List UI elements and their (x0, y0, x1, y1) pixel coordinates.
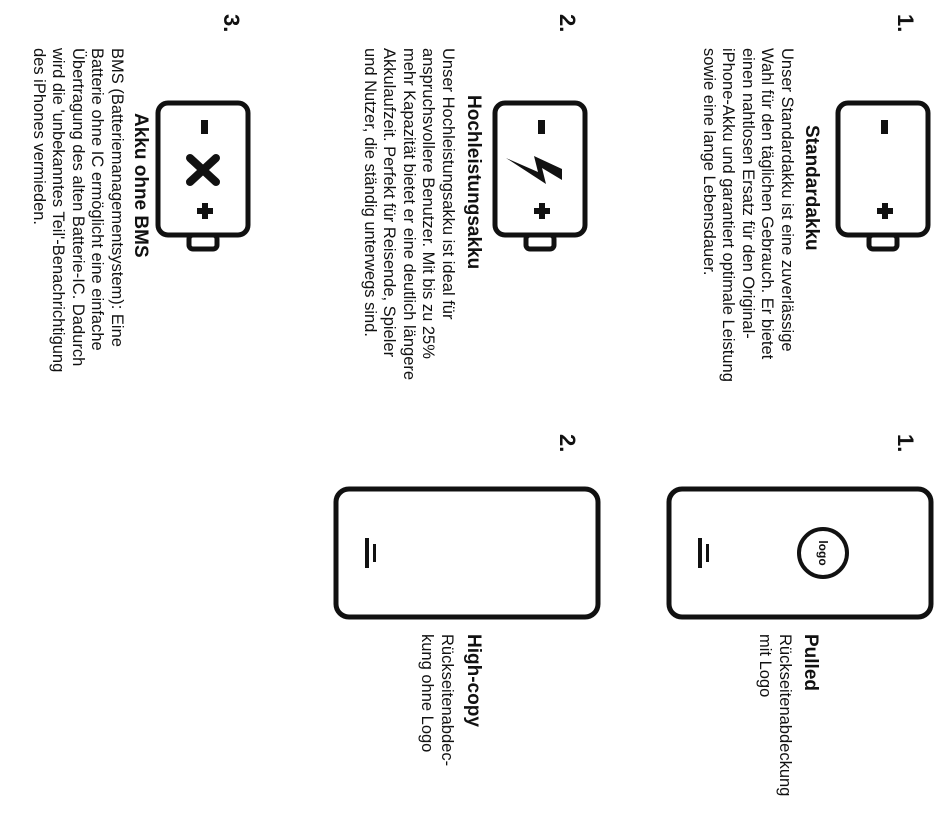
battery-3-description: BMS (Batteriemanagementsystem): Eine Bat… (30, 48, 126, 373)
battery-1-description: Unser Standardakku ist eine zuverlässige… (700, 48, 796, 382)
svg-text:logo: logo (816, 540, 830, 565)
battery-lightning-icon (492, 100, 588, 252)
cover-1-description: Rückseitenabdeckung mit Logo (756, 634, 795, 797)
battery-3-title: Akku ohne BMS (130, 113, 151, 258)
cover-1-number: 1. (893, 434, 918, 453)
battery-x-icon (155, 100, 251, 252)
cover-2-number: 2. (555, 434, 580, 453)
cover-1-title: Pulled (800, 634, 821, 692)
cover-2-title: High-copy (463, 634, 484, 727)
back-cover-logo-icon: logo (666, 486, 934, 620)
battery-2-title: Hochleistungsakku (463, 95, 484, 270)
battery-icon (835, 100, 931, 252)
cover-2-description: Rückseitenabdec-kung ohne Logo (418, 634, 457, 767)
battery-1-title: Standardakku (801, 125, 822, 251)
battery-2-number: 2. (555, 14, 580, 33)
battery-1-number: 1. (893, 14, 918, 33)
back-cover-plain-icon (333, 486, 601, 620)
battery-3-number: 3. (219, 14, 244, 33)
battery-2-description: Unser Hochleistungsakku ist ideal für an… (361, 48, 457, 381)
